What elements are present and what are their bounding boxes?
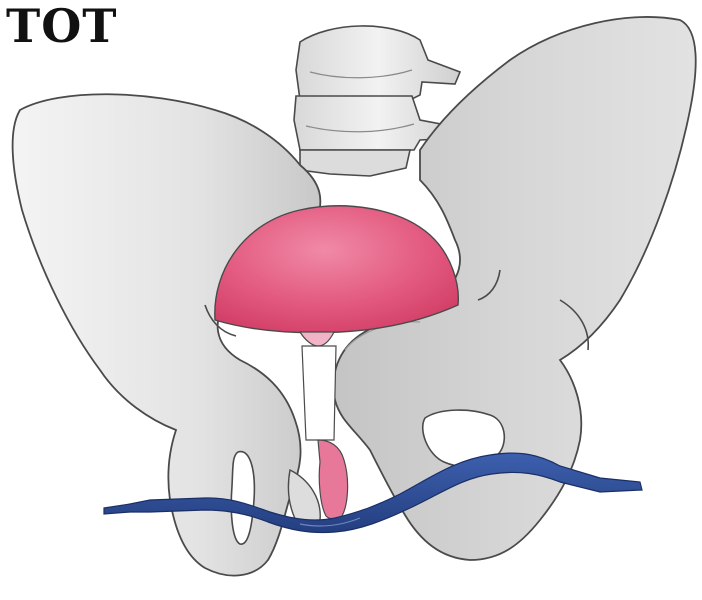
tot-anatomy-diagram (0, 0, 702, 600)
